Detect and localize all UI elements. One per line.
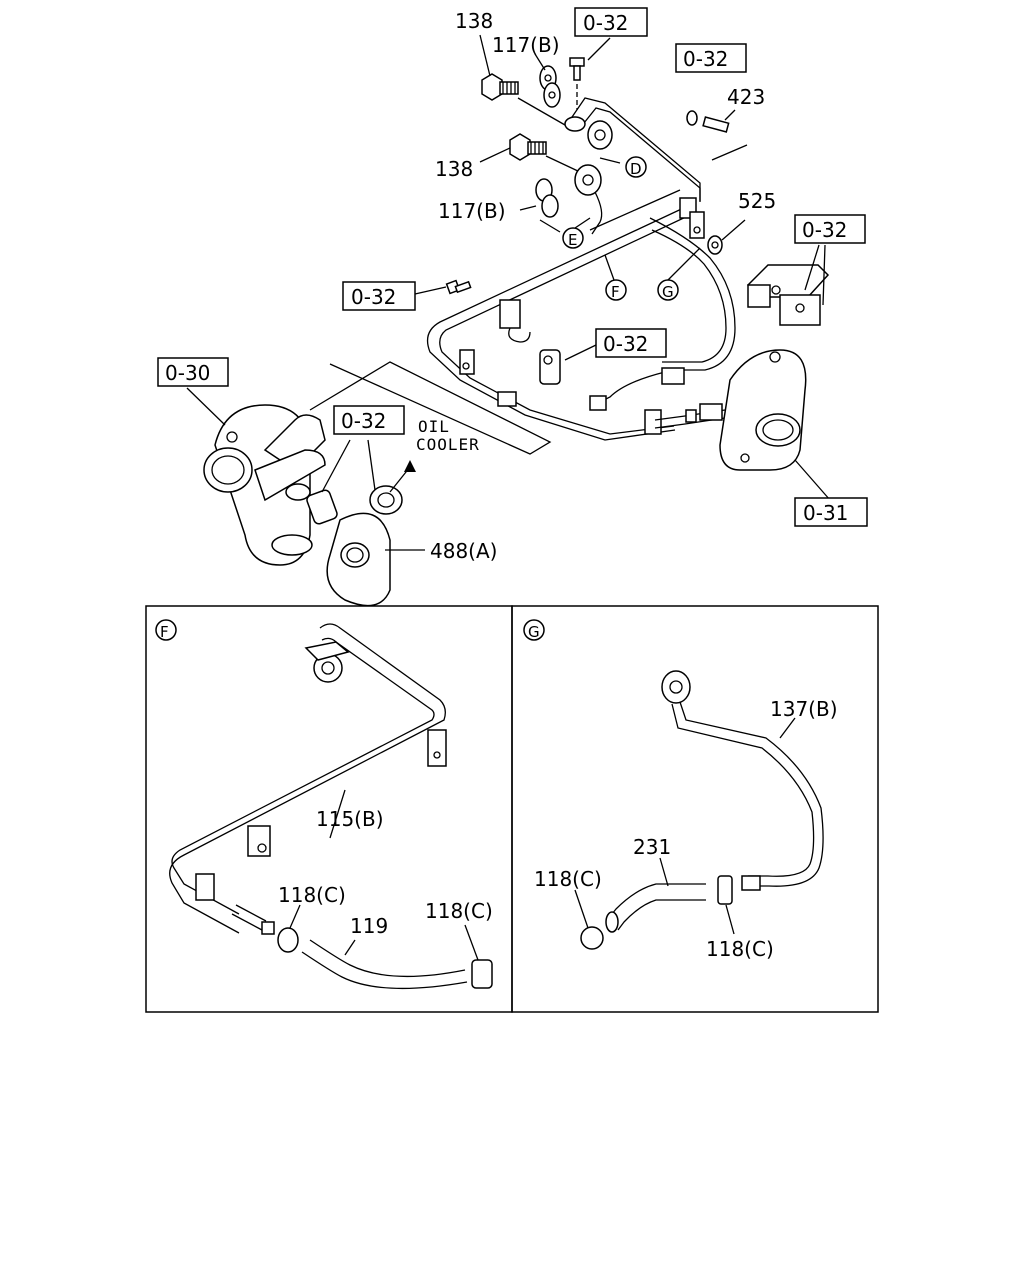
detail-g: G 137(B) 231 118(C) 118(C) [523, 619, 838, 961]
water-outlet-housing [719, 349, 807, 471]
bolt-138-mid [509, 133, 547, 161]
ref-f-circle [605, 279, 627, 301]
clamp-118c-g-a [580, 926, 604, 950]
main-exploded-view: 138 117(B) 138 117(B) 423 525 488(A) D E… [157, 7, 868, 607]
hose-g [589, 217, 736, 411]
callout-138-top: 138 [455, 9, 493, 33]
callout-118c-f-b: 118(C) [425, 899, 493, 923]
ref-box-031 [794, 497, 868, 527]
ref-031: 0-31 [803, 501, 848, 525]
detail-g-panel [511, 605, 879, 1013]
ref-box-032-cooler [333, 405, 405, 435]
callout-119: 119 [350, 914, 388, 938]
hose-231 [605, 883, 706, 933]
callout-117b-top: 117(B) [492, 33, 560, 57]
small-bolt-left [445, 279, 472, 295]
callout-231: 231 [633, 835, 671, 859]
upper-pipe-d [564, 97, 701, 202]
clip-bracket [746, 264, 830, 326]
clamp-118c-f-a [277, 927, 299, 953]
callout-525: 525 [738, 189, 776, 213]
callout-115b: 115(B) [316, 807, 384, 831]
oil-cooler-arrow [404, 460, 416, 472]
detail-f-marker-circle [155, 619, 177, 641]
small-bolt-top [569, 57, 585, 81]
ref-box-032-mid [595, 328, 667, 358]
ref-box-032-left [342, 281, 416, 311]
ref-g-circle [657, 279, 679, 301]
ref-e-circle [562, 227, 584, 249]
callout-137b: 137(B) [770, 697, 838, 721]
ref-032-right-top: 0-32 [683, 47, 728, 71]
oil-cooler-label-1: OIL [418, 417, 450, 436]
ref-box-032-bracket [794, 214, 866, 244]
callout-118c-f-a: 118(C) [278, 883, 346, 907]
ref-032-left: 0-32 [351, 285, 396, 309]
ref-box-032-right-top [675, 43, 747, 73]
detail-f-marker: F [160, 623, 169, 641]
callout-118c-g-a: 118(C) [534, 867, 602, 891]
ref-032-cooler: 0-32 [341, 409, 386, 433]
stud-423 [686, 110, 730, 133]
hose-119 [301, 939, 468, 990]
clamp-118c-f-b [471, 959, 493, 989]
bracket-f-top [427, 729, 447, 767]
callout-138-mid: 138 [435, 157, 473, 181]
washer-525 [707, 235, 723, 255]
clamp-118c-g-b [717, 875, 733, 905]
washer-117b-top [539, 65, 561, 108]
eye-fitting-g [661, 670, 691, 704]
ref-030: 0-30 [165, 361, 210, 385]
gasket-488a [326, 512, 391, 607]
clamp-mid [539, 349, 561, 385]
pipe-137b [671, 701, 824, 891]
outlet-fitting-pipe [654, 403, 726, 429]
callout-117b-mid: 117(B) [438, 199, 506, 223]
ref-f: F [611, 283, 620, 301]
ref-box-030 [157, 357, 229, 387]
pipe-115-main [426, 197, 705, 441]
callout-423: 423 [727, 85, 765, 109]
callout-118c-g-b: 118(C) [706, 937, 774, 961]
callout-488a: 488(A) [430, 539, 497, 563]
ref-032-mid: 0-32 [603, 332, 648, 356]
ref-032-top: 0-32 [583, 11, 628, 35]
bracket-f-end [195, 873, 215, 901]
ref-032-bracket: 0-32 [802, 218, 847, 242]
ref-g: G [662, 283, 674, 301]
ref-d: D [630, 160, 642, 178]
bracket-f-mid [247, 825, 271, 857]
bolt-138-top [481, 73, 519, 101]
ref-d-circle [625, 156, 647, 178]
detail-f: F 115(B) 118(C) 119 118(C) [155, 619, 493, 990]
ref-e: E [568, 231, 577, 249]
detail-g-marker-circle [523, 619, 545, 641]
ref-box-032-top [574, 7, 648, 37]
washer-117b-mid [535, 178, 559, 218]
oil-cooler-label-2: COOLER [416, 435, 480, 454]
thermostat-housing [203, 404, 326, 566]
detail-g-marker: G [528, 623, 540, 641]
cooler-fittings [306, 485, 403, 525]
eye-fitting-e [574, 164, 603, 235]
